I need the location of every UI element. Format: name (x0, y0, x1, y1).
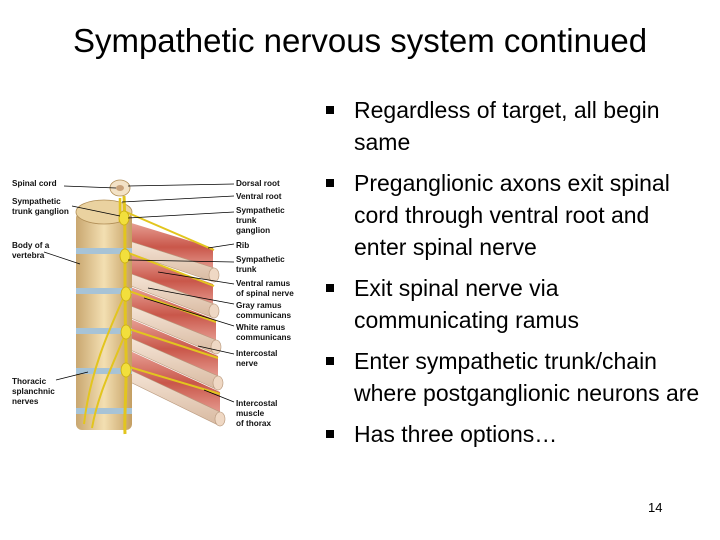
leader-lines (43, 183, 235, 403)
label-rib: Rib (236, 241, 249, 250)
label-intercostal-muscle-2: muscle (236, 409, 265, 418)
label-ventral-root: Ventral root (236, 192, 282, 201)
label-intercostal-muscle-3: of thorax (236, 419, 271, 428)
bullet-text: Enter sympathetic trunk/chain where post… (354, 348, 700, 406)
bullet-item: Preganglionic axons exit spinal cord thr… (322, 167, 702, 263)
label-intercostal-muscle-1: Intercostal (236, 399, 277, 408)
bullet-list: Regardless of target, all begin same Pre… (322, 94, 702, 459)
square-bullet-icon (326, 106, 334, 114)
anatomy-illustration: Spinal cord Sympathetic trunk ganglion B… (12, 179, 294, 435)
label-vertebra-1: Body of a (12, 241, 50, 250)
page-number: 14 (648, 500, 663, 515)
label-ventral-ramus-2: of spinal nerve (236, 289, 294, 298)
label-ventral-ramus-1: Ventral ramus (236, 279, 291, 288)
label-trunk-ganglion-left-1: Sympathetic (12, 197, 61, 206)
intercostal-muscles (128, 222, 220, 416)
label-trunk-ganglion-1: Sympathetic (236, 206, 285, 215)
label-dorsal-root: Dorsal root (236, 179, 280, 188)
vertebral-column (75, 179, 133, 430)
bullet-item: Exit spinal nerve via communicating ramu… (322, 272, 702, 336)
bullet-text: Preganglionic axons exit spinal cord thr… (354, 170, 670, 260)
sympathetic-trunk (83, 195, 221, 435)
label-thoracic-1: Thoracic (12, 377, 47, 386)
label-thoracic-2: splanchnic (12, 387, 55, 396)
label-intercostal-nerve-2: nerve (236, 359, 258, 368)
bullet-item: Enter sympathetic trunk/chain where post… (322, 345, 702, 409)
label-trunk-ganglion-left-2: trunk ganglion (12, 207, 69, 216)
label-white-ramus-1: White ramus (236, 323, 286, 332)
label-trunk-2: trunk (236, 265, 257, 274)
bullet-text: Exit spinal nerve via communicating ramu… (354, 275, 579, 333)
label-intercostal-nerve-1: Intercostal (236, 349, 277, 358)
slide-title: Sympathetic nervous system continued (72, 22, 648, 59)
label-gray-ramus-2: communicans (236, 311, 292, 320)
label-trunk-ganglion-2: trunk (236, 216, 257, 225)
square-bullet-icon (326, 430, 334, 438)
label-gray-ramus-1: Gray ramus (236, 301, 282, 310)
square-bullet-icon (326, 284, 334, 292)
label-trunk-1: Sympathetic (236, 255, 285, 264)
bullet-item: Regardless of target, all begin same (322, 94, 702, 158)
bullet-item: Has three options… (322, 418, 702, 450)
sympathetic-anatomy-figure: Spinal cord Sympathetic trunk ganglion B… (8, 172, 318, 442)
trunk-ganglia (118, 210, 132, 378)
square-bullet-icon (326, 179, 334, 187)
label-vertebra-2: vertebra (12, 251, 45, 260)
square-bullet-icon (326, 357, 334, 365)
bullet-text: Has three options… (354, 421, 558, 447)
bullet-text: Regardless of target, all begin same (354, 97, 660, 155)
label-thoracic-3: nerves (12, 397, 39, 406)
label-spinal-cord: Spinal cord (12, 179, 57, 188)
label-white-ramus-2: communicans (236, 333, 292, 342)
label-trunk-ganglion-3: ganglion (236, 226, 270, 235)
